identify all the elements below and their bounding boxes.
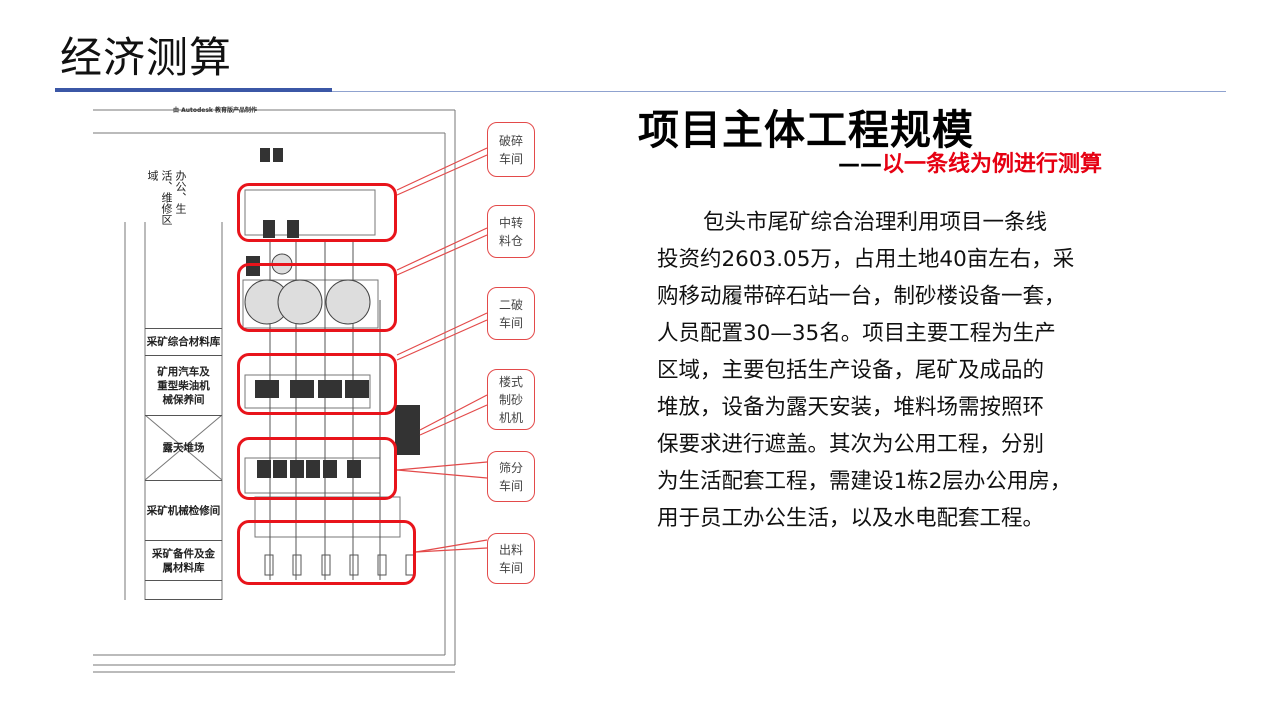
callout-text: 车间 bbox=[498, 151, 523, 166]
paragraph-line: 为生活配套工程，需建设1栋2层办公用房， bbox=[657, 469, 1072, 494]
description-paragraph: 包头市尾矿综合治理利用项目一条线 投资约2603.05万，占用土地40亩左右，采… bbox=[657, 204, 1127, 537]
callout-text: 筛分 bbox=[498, 460, 523, 475]
paragraph-line: 堆放，设备为露天安装，堆料场需按照环 bbox=[657, 395, 1045, 420]
highlight-crushing bbox=[237, 183, 397, 242]
yard-cross bbox=[144, 414, 223, 481]
callout-text: 车间 bbox=[498, 560, 523, 575]
callout-text: 机机 bbox=[498, 410, 523, 425]
stockpile bbox=[277, 279, 323, 325]
crusher-outline bbox=[244, 189, 376, 236]
paragraph-line: 用于员工办公生活，以及水电配套工程。 bbox=[657, 506, 1045, 531]
subtitle-dash: —— bbox=[838, 152, 882, 177]
callout-sand-making-tower: 楼式制砂机机 bbox=[487, 369, 535, 430]
paragraph-line: 区域，主要包括生产设备，尾矿及成品的 bbox=[657, 358, 1045, 383]
callout-screening: 筛分车间 bbox=[487, 451, 535, 502]
callout-text: 车间 bbox=[498, 478, 523, 493]
highlight-secondary-crushing bbox=[237, 353, 397, 415]
paragraph-line: 人员配置30—35名。项目主要工程为生产 bbox=[657, 321, 1056, 346]
callout-text: 车间 bbox=[498, 315, 523, 330]
highlight-screening bbox=[237, 437, 397, 500]
section-heading: 项目主体工程规模 bbox=[638, 106, 974, 154]
stockpile bbox=[325, 279, 371, 325]
layout-diagram: 由 Autodesk 教育版产品制作 办公、生活、维修区域 采矿综合材料库 矿用… bbox=[93, 100, 543, 680]
callout-secondary-crushing: 二破车间 bbox=[487, 287, 535, 340]
callout-text: 中转 bbox=[498, 215, 523, 230]
paragraph-line: 包头市尾矿综合治理利用项目一条线 bbox=[703, 210, 1048, 235]
callout-text: 楼式 bbox=[498, 374, 523, 389]
table-cell-open-yard: 露天堆场 bbox=[145, 415, 222, 480]
table-cell-machinery-repair: 采矿机械检修间 bbox=[145, 480, 222, 540]
autodesk-watermark: 由 Autodesk 教育版产品制作 bbox=[173, 107, 258, 114]
callout-text: 料仓 bbox=[498, 233, 523, 248]
title-underline-accent bbox=[55, 88, 332, 92]
table-cell-vehicle-maintenance: 矿用汽车及重型柴油机械保养间 bbox=[145, 355, 222, 415]
diagram-linework bbox=[93, 109, 488, 673]
bin-outline bbox=[242, 279, 379, 329]
subtitle-text: 以一条线为例进行测算 bbox=[882, 152, 1103, 177]
highlight-transfer-bin bbox=[237, 263, 397, 332]
callout-transfer-bin: 中转料仓 bbox=[487, 205, 535, 258]
callout-text: 破碎 bbox=[498, 133, 523, 148]
callout-connectors bbox=[396, 147, 488, 553]
slide-title: 经济测算 bbox=[60, 33, 233, 82]
table-cell-spare-parts: 采矿备件及金属材料库 bbox=[145, 540, 222, 580]
paragraph-line: 购移动履带碎石站一台，制砂楼设备一套， bbox=[657, 284, 1066, 309]
office-area-label: 办公、生活、维修区域 bbox=[146, 170, 187, 225]
callout-text: 出料 bbox=[498, 542, 523, 557]
highlight-discharge bbox=[237, 520, 416, 585]
callout-discharge: 出料车间 bbox=[487, 533, 535, 584]
section-subtitle: ——以一条线为例进行测算 bbox=[838, 146, 1102, 178]
table-cell-materials: 采矿综合材料库 bbox=[145, 328, 222, 355]
title-divider bbox=[332, 91, 1226, 92]
paragraph-line: 投资约2603.05万，占用土地40亩左右，采 bbox=[657, 247, 1075, 272]
table-cell-empty bbox=[145, 580, 222, 600]
callout-text: 二破 bbox=[498, 297, 523, 312]
callout-crushing: 破碎车间 bbox=[487, 122, 535, 177]
paragraph-line: 保要求进行遮盖。其次为公用工程，分别 bbox=[657, 432, 1045, 457]
secondary-outline bbox=[244, 374, 371, 409]
callout-text: 制砂 bbox=[498, 392, 523, 407]
